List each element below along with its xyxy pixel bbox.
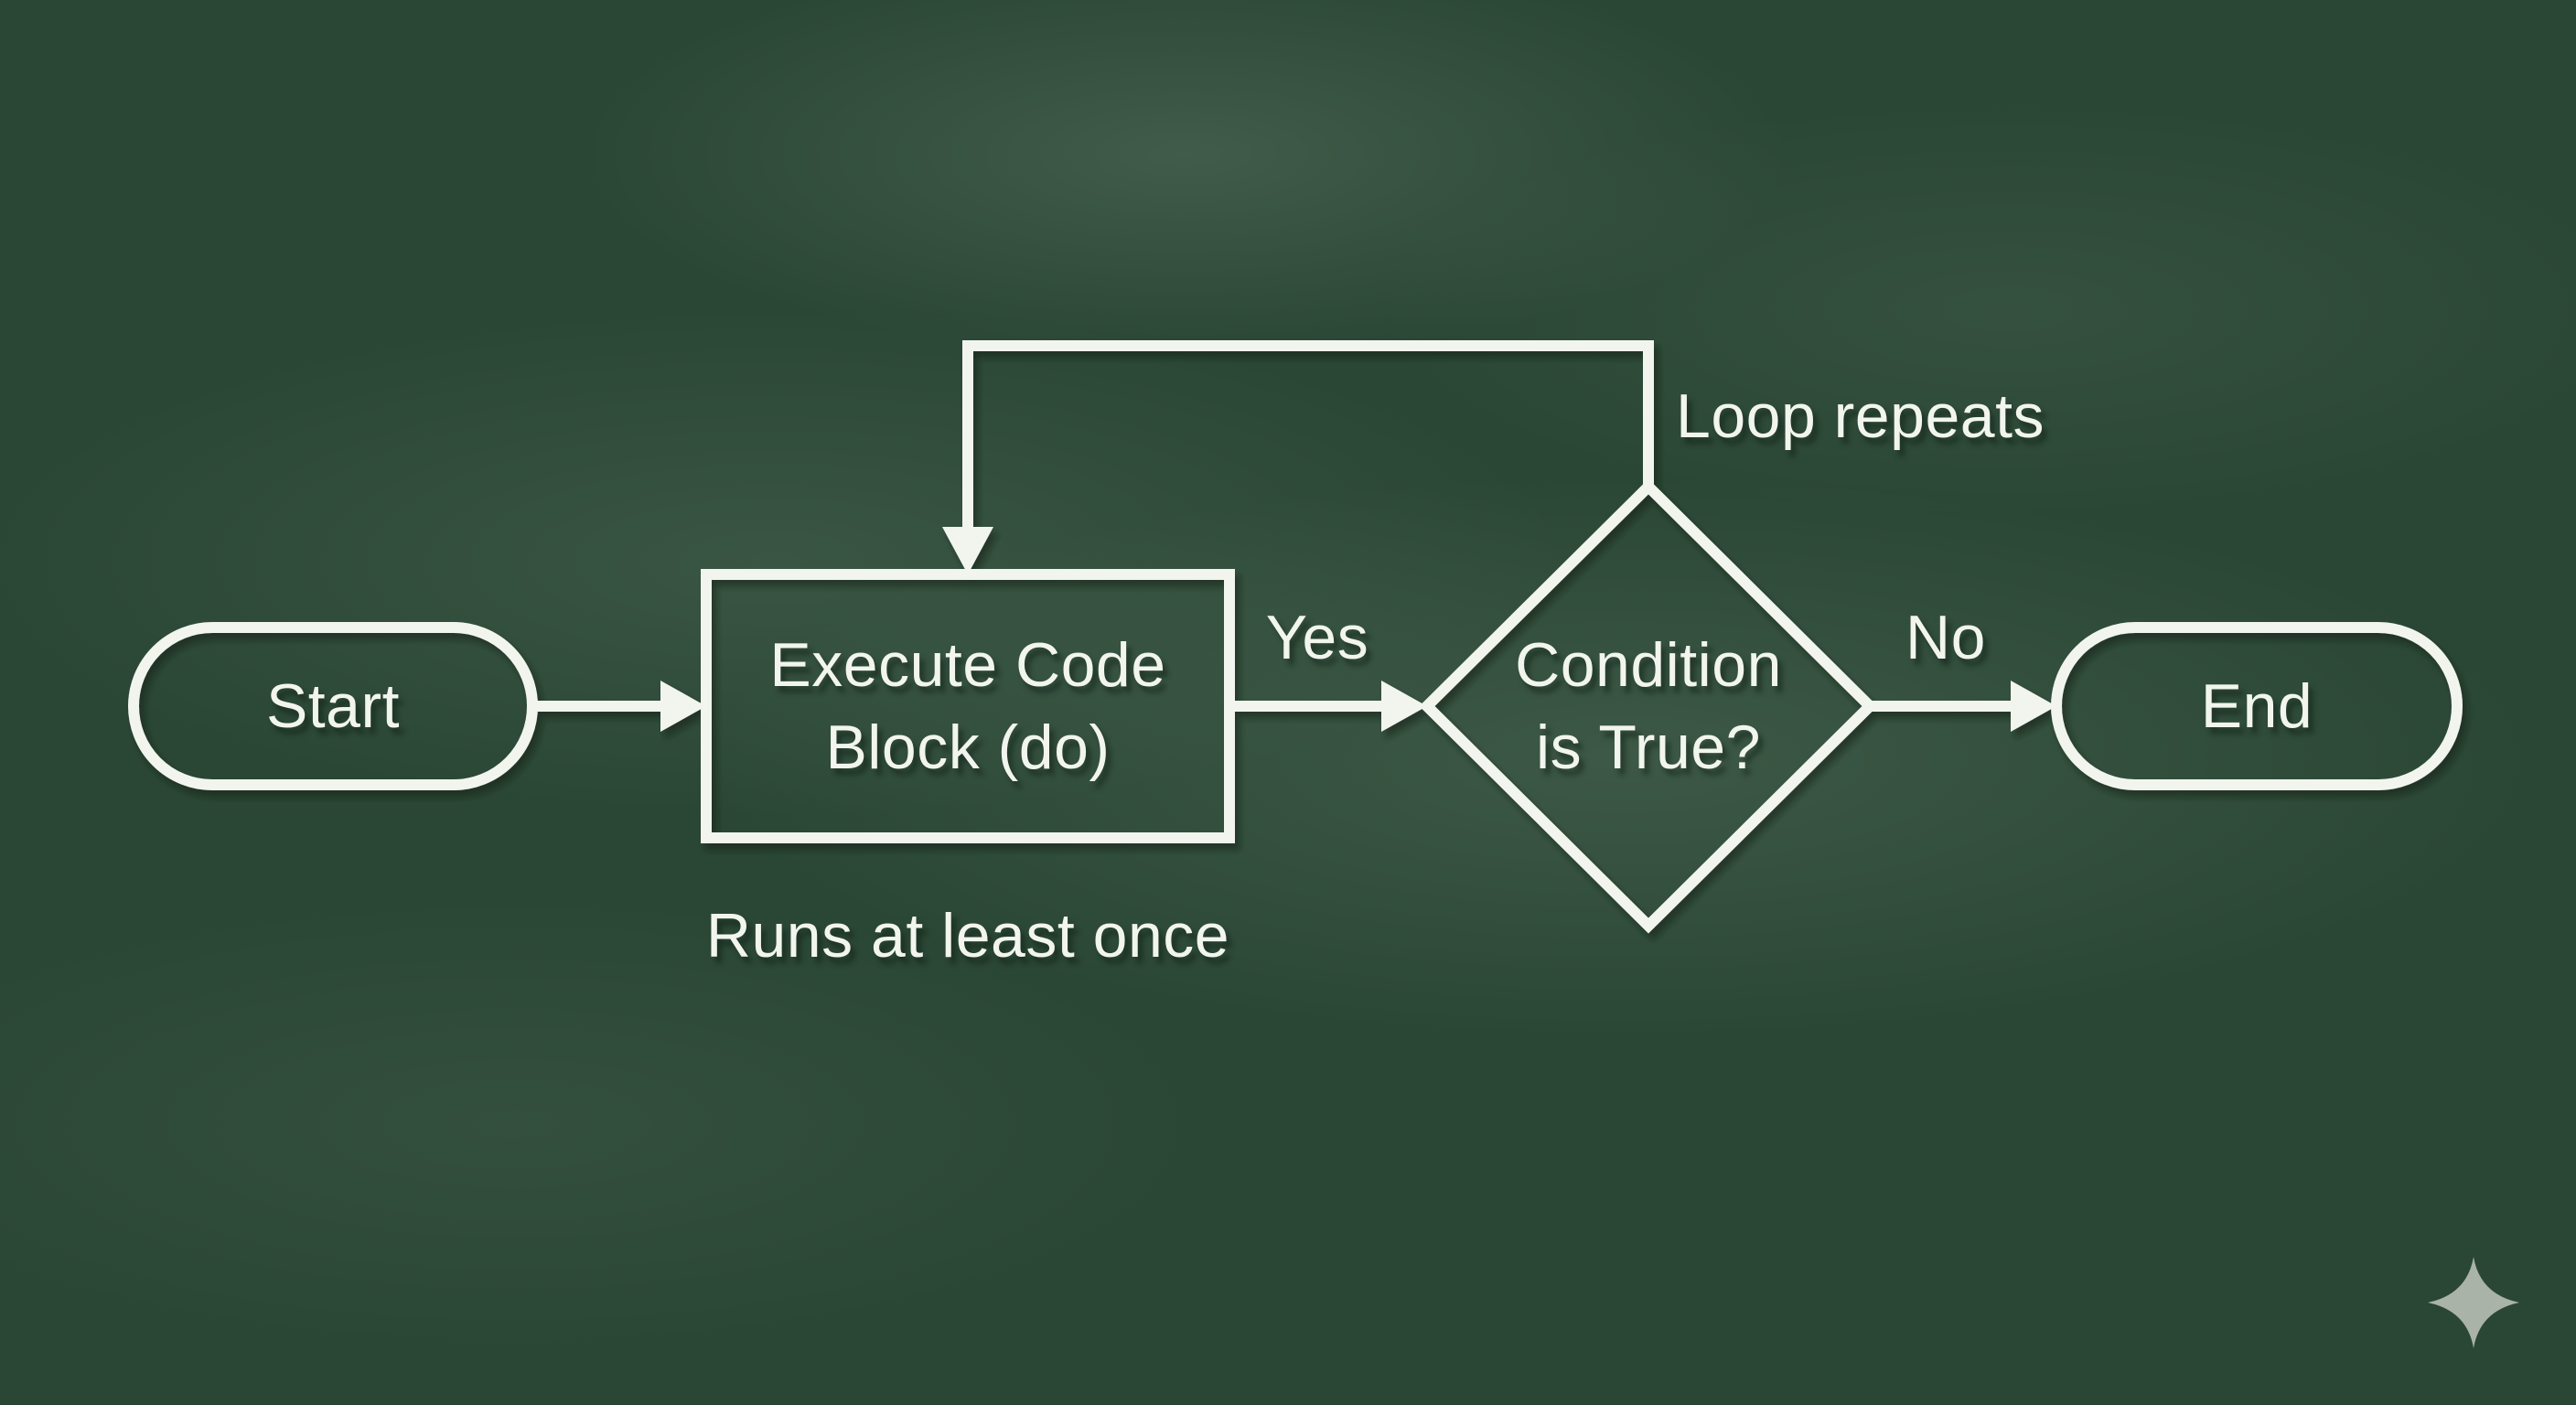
edge-label-yes: Yes [1265,603,1369,672]
start-node-label: Start [265,671,401,741]
decision-node-label-line2: is True? [1536,713,1761,782]
arrowhead-start-to-process [660,681,706,732]
sparkle-icon [2428,1257,2519,1348]
process-node-label-line2: Block (do) [825,713,1111,782]
process-node-label: Execute Code Block (do) [706,574,1229,838]
edge-label-no: No [1905,603,1986,672]
decision-node-label: Condition is True? [1475,578,1822,834]
connector-loop-back [962,340,1654,531]
process-annotation: Runs at least once [705,901,1230,971]
edge-label-loop-repeats: Loop repeats [1676,381,2045,451]
process-node-label-line1: Execute Code [769,630,1166,700]
arrowhead-process-to-decision [1381,681,1427,732]
arrowhead-decision-to-end [2011,681,2056,732]
decision-node [1419,478,1878,934]
end-node-label: End [2200,671,2313,741]
arrowhead-loop-back [942,527,993,574]
decision-node-label-line1: Condition [1515,630,1782,700]
